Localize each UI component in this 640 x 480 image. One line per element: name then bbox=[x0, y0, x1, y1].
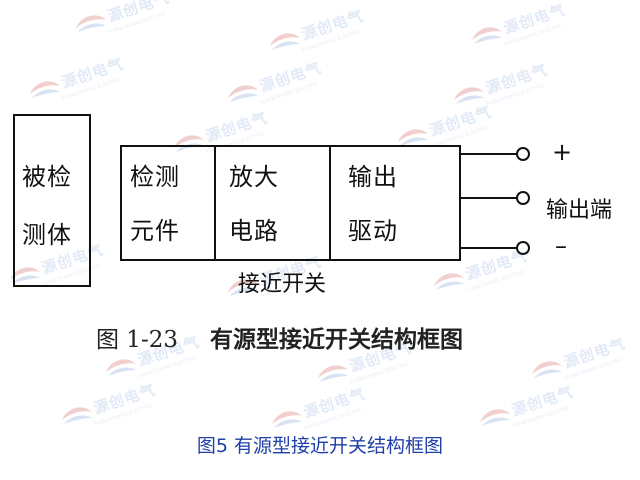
figure-title: 有源型接近开关结构框图 bbox=[209, 326, 463, 353]
block-sensing-element-line2: 元件 bbox=[130, 217, 180, 245]
terminal-minus-label: – bbox=[555, 232, 567, 260]
bottom-caption: 图5 有源型接近开关结构框图 bbox=[196, 435, 444, 457]
block-sensing-element-line1: 检测 bbox=[130, 163, 180, 191]
terminal-plus-icon bbox=[516, 147, 530, 161]
proximity-switch-label: 接近开关 bbox=[238, 272, 327, 297]
object-label-line1: 被检 bbox=[22, 163, 72, 191]
object-label-line2: 测体 bbox=[22, 221, 72, 249]
terminal-minus-icon bbox=[516, 241, 530, 255]
terminal-output-icon bbox=[516, 191, 530, 205]
output-terminal-label: 输出端 bbox=[546, 198, 613, 223]
figure-number: 图 1-23 bbox=[96, 327, 178, 353]
proximity-switch-outline bbox=[120, 145, 461, 261]
figure-caption: 图 1-23 有源型接近开关结构框图 bbox=[96, 320, 463, 354]
block-amplifier-line2: 电路 bbox=[229, 217, 279, 245]
block-amplifier-line1: 放大 bbox=[229, 163, 279, 191]
terminal-plus-label: + bbox=[552, 138, 573, 166]
detected-object-box bbox=[13, 114, 91, 287]
block-output-driver-line1: 输出 bbox=[348, 163, 398, 191]
block-output-driver-line2: 驱动 bbox=[348, 217, 398, 245]
